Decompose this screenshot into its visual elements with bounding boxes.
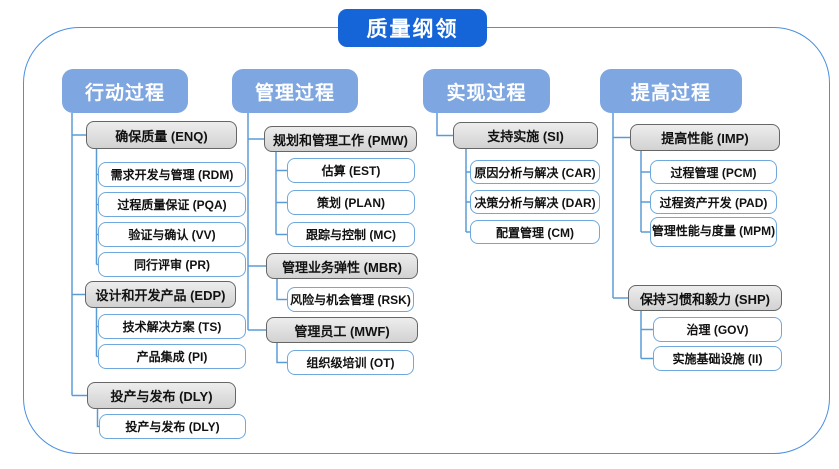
column-header-realization-process: 实现过程	[423, 69, 550, 113]
item-pcm: 过程管理 (PCM)	[650, 160, 777, 184]
item-cm: 配置管理 (CM)	[470, 220, 600, 244]
item-car: 原因分析与解决 (CAR)	[470, 160, 600, 184]
column-header-improvement-process: 提高过程	[600, 69, 742, 113]
column-header-action-process: 行动过程	[62, 69, 188, 113]
item-pqa: 过程质量保证 (PQA)	[98, 192, 246, 217]
group-shp: 保持习惯和毅力 (SHP)	[628, 285, 782, 311]
group-imp: 提高性能 (IMP)	[630, 124, 780, 151]
item-pr: 同行评审 (PR)	[98, 252, 246, 277]
column-header-management-process: 管理过程	[232, 69, 358, 113]
group-mbr: 管理业务弹性 (MBR)	[266, 253, 418, 279]
item-rdm: 需求开发与管理 (RDM)	[98, 162, 246, 187]
item-mc: 跟踪与控制 (MC)	[287, 222, 415, 247]
group-enq: 确保质量 (ENQ)	[86, 121, 237, 149]
item-ii: 实施基础设施 (II)	[653, 346, 782, 371]
item-gov: 治理 (GOV)	[653, 317, 782, 342]
group-edp: 设计和开发产品 (EDP)	[85, 281, 236, 308]
item-dar: 决策分析与解决 (DAR)	[470, 190, 600, 214]
item-pad: 过程资产开发 (PAD)	[650, 190, 777, 214]
group-pmw: 规划和管理工作 (PMW)	[264, 126, 417, 152]
item-ot: 组织级培训 (OT)	[287, 350, 414, 375]
group-si: 支持实施 (SI)	[453, 122, 598, 149]
item-ts: 技术解决方案 (TS)	[98, 314, 246, 339]
group-dly: 投产与发布 (DLY)	[87, 382, 236, 409]
item-est: 估算 (EST)	[287, 158, 415, 183]
item-pi: 产品集成 (PI)	[98, 344, 246, 369]
diagram-title: 质量纲领	[338, 9, 487, 47]
item-dly: 投产与发布 (DLY)	[99, 414, 246, 439]
group-mwf: 管理员工 (MWF)	[266, 317, 418, 343]
item-rsk: 风险与机会管理 (RSK)	[287, 287, 414, 312]
item-plan: 策划 (PLAN)	[287, 190, 415, 215]
item-mpm: 管理性能与度量 (MPM)	[650, 217, 777, 247]
item-vv: 验证与确认 (VV)	[98, 222, 246, 247]
